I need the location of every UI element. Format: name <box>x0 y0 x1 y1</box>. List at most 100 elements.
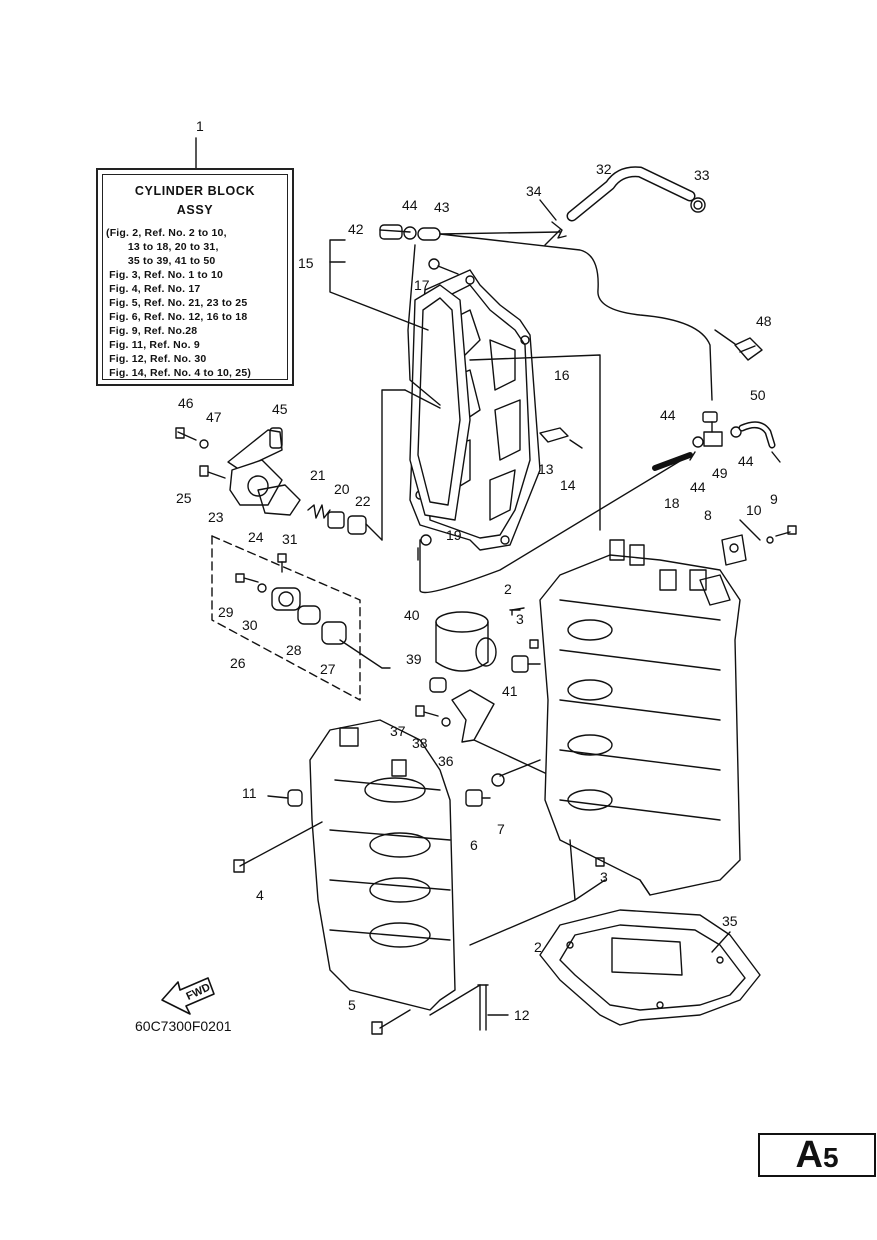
label-45: 45 <box>272 401 288 417</box>
assy-ref-line: 13 to 18, 20 to 31, <box>106 241 219 253</box>
label-20: 20 <box>334 481 350 497</box>
washer-10 <box>766 536 774 544</box>
fitting-41 <box>511 655 541 673</box>
diagram-code: 60C7300F0201 <box>135 1018 232 1034</box>
sleeve-27 <box>321 621 347 645</box>
label-19: 19 <box>446 527 462 543</box>
label-23: 23 <box>208 509 224 525</box>
cylinder-block <box>539 539 741 896</box>
label-11: 11 <box>242 785 257 801</box>
bolt-46 <box>175 427 197 441</box>
label-2b: 2 <box>534 939 542 955</box>
label-49: 49 <box>712 465 728 481</box>
label-29: 29 <box>218 604 234 620</box>
dowel-pin-3b <box>595 857 605 867</box>
thermostat-cover-23 <box>229 459 283 506</box>
assy-ref-line: (Fig. 2, Ref. No. 2 to 10, <box>106 227 227 239</box>
label-35: 35 <box>722 913 738 929</box>
washer-47 <box>199 439 209 449</box>
bolt-5 <box>371 1009 411 1035</box>
label-44c: 44 <box>690 479 706 495</box>
label-2a: 2 <box>504 581 512 597</box>
label-37: 37 <box>390 723 406 739</box>
label-24: 24 <box>248 529 264 545</box>
bolt-25 <box>199 465 226 479</box>
bolt-29 <box>235 573 259 583</box>
label-10: 10 <box>746 502 762 518</box>
label-32: 32 <box>596 161 612 177</box>
elbow-50 <box>738 421 781 463</box>
label-36: 36 <box>438 753 454 769</box>
label-12: 12 <box>514 1007 530 1023</box>
label-9: 9 <box>770 491 778 507</box>
cylinder-block-assy-box: CYLINDER BLOCK ASSY (Fig. 2, Ref. No. 2 … <box>96 168 294 386</box>
clamp-33 <box>690 197 706 213</box>
washer-38 <box>441 717 451 727</box>
bolt-31 <box>277 553 287 573</box>
gasket-7 <box>491 773 505 787</box>
label-4: 4 <box>256 887 264 903</box>
label-38: 38 <box>412 735 428 751</box>
label-50: 50 <box>750 387 766 403</box>
label-42: 42 <box>348 221 364 237</box>
washer-30 <box>257 583 267 593</box>
clip-19 <box>417 534 432 561</box>
exhaust-gasket <box>409 284 471 521</box>
label-6: 6 <box>470 837 478 853</box>
label-5: 5 <box>348 997 356 1013</box>
label-18: 18 <box>664 495 680 511</box>
label-22: 22 <box>355 493 371 509</box>
plug-11 <box>287 789 303 807</box>
label-25: 25 <box>176 490 192 506</box>
bracket-8 <box>721 534 747 566</box>
assy-title-line1: CYLINDER BLOCK <box>134 184 256 198</box>
label-48: 48 <box>756 313 772 329</box>
seal-22 <box>347 515 383 541</box>
assy-ref-line: Fig. 5, Ref. No. 21, 23 to 25 <box>106 297 248 309</box>
plug-39 <box>429 677 447 693</box>
label-47: 47 <box>206 409 222 425</box>
plug-6 <box>465 789 491 807</box>
dowel-pin-3a <box>529 639 539 649</box>
assy-ref-line: Fig. 3, Ref. No. 1 to 10 <box>106 269 224 281</box>
assy-box-inner-frame: CYLINDER BLOCK ASSY (Fig. 2, Ref. No. 2 … <box>102 174 288 380</box>
stud-12 <box>477 984 489 1031</box>
bolt-9 <box>775 525 797 537</box>
thermostat-20 <box>327 511 345 529</box>
part-labels: 2 3 2 3 4 5 6 7 8 9 10 11 12 13 14 15 16… <box>176 161 778 1023</box>
label-33: 33 <box>694 167 710 183</box>
label-43: 43 <box>434 199 450 215</box>
label-26: 26 <box>230 655 246 671</box>
housing-part <box>271 587 301 611</box>
label-7: 7 <box>497 821 505 837</box>
hose-32 <box>566 166 696 222</box>
page-code-letter: A <box>795 1134 823 1176</box>
fwd-arrow-icon <box>161 977 215 1015</box>
seal-28 <box>297 605 321 625</box>
label-3a: 3 <box>516 611 524 627</box>
bolt-37 <box>415 705 439 717</box>
assy-ref-line: Fig. 14, Ref. No. 4 to 10, 25) <box>106 367 252 379</box>
label-34: 34 <box>526 183 542 199</box>
label-15: 15 <box>298 255 314 271</box>
clip-48 <box>714 329 763 361</box>
assy-ref-line: Fig. 9, Ref. No.28 <box>106 325 198 337</box>
label-17: 17 <box>414 277 430 293</box>
assy-ref-line: Fig. 6, Ref. No. 12, 16 to 18 <box>106 311 248 323</box>
label-31: 31 <box>282 531 298 547</box>
crankcase <box>309 719 456 1011</box>
label-28: 28 <box>286 642 302 658</box>
label-30: 30 <box>242 617 258 633</box>
spring-21 <box>307 504 331 519</box>
hose-18 <box>419 452 693 594</box>
assy-ref-line: 35 to 39, 41 to 50 <box>106 255 216 267</box>
label-14: 14 <box>560 477 576 493</box>
gasket-24 <box>257 484 301 516</box>
label-39: 39 <box>406 651 422 667</box>
bracket-36 <box>451 689 495 743</box>
page-code-box: A5 <box>758 1133 876 1177</box>
assy-title-line2: ASSY <box>176 203 214 217</box>
assy-ref-line: Fig. 11, Ref. No. 9 <box>106 339 200 351</box>
oil-filter-40 <box>435 611 497 672</box>
